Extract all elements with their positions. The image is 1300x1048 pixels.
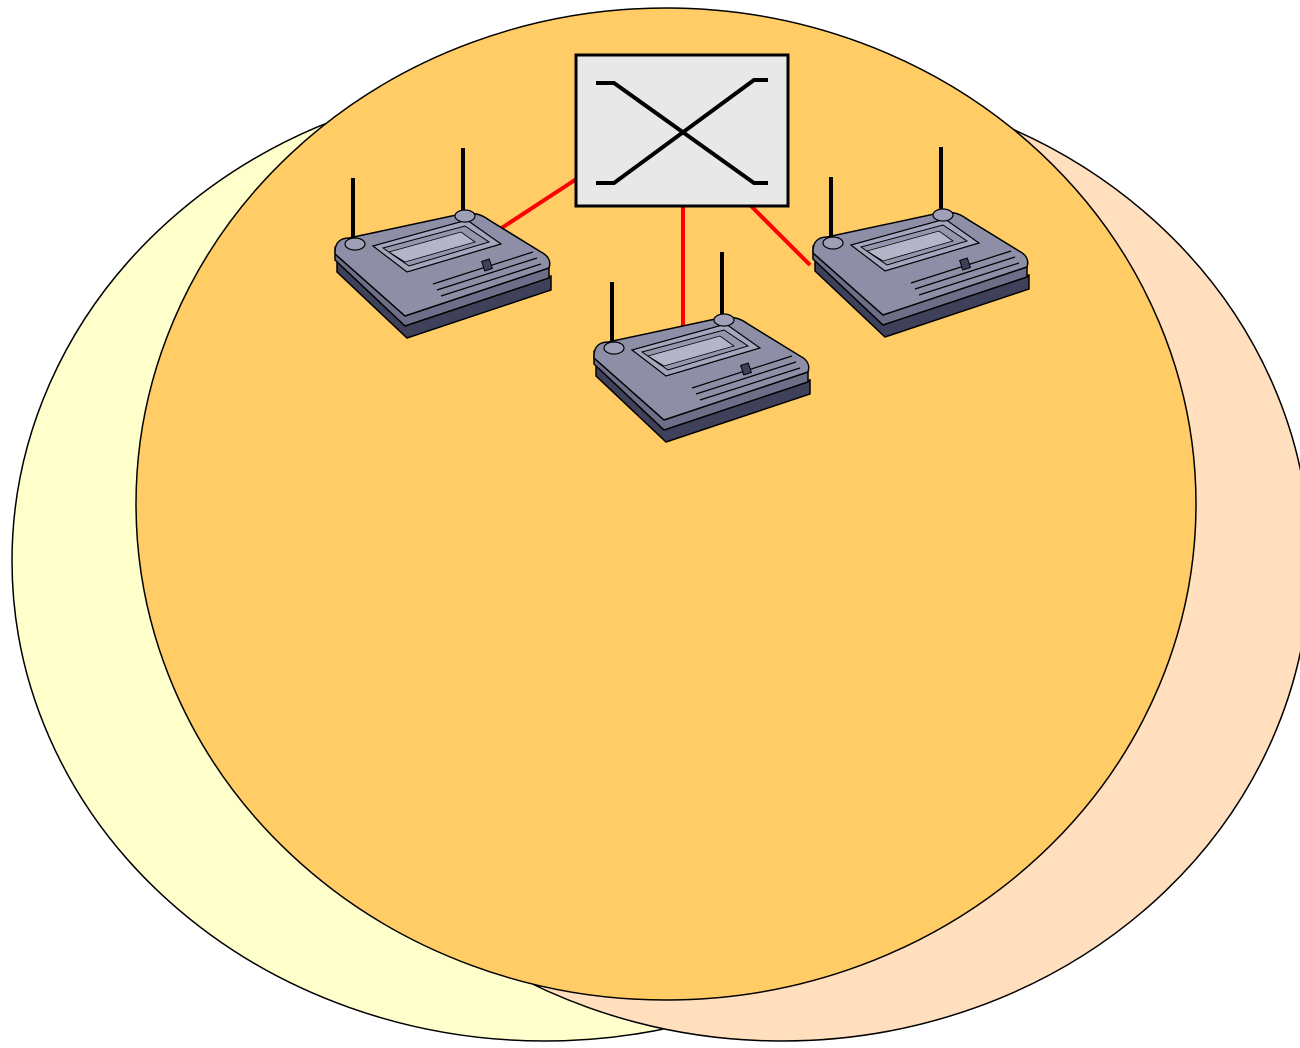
network-switch-icon — [574, 53, 790, 208]
link-switch-ap-left — [495, 176, 580, 233]
link-switch-ap-right — [748, 203, 812, 267]
